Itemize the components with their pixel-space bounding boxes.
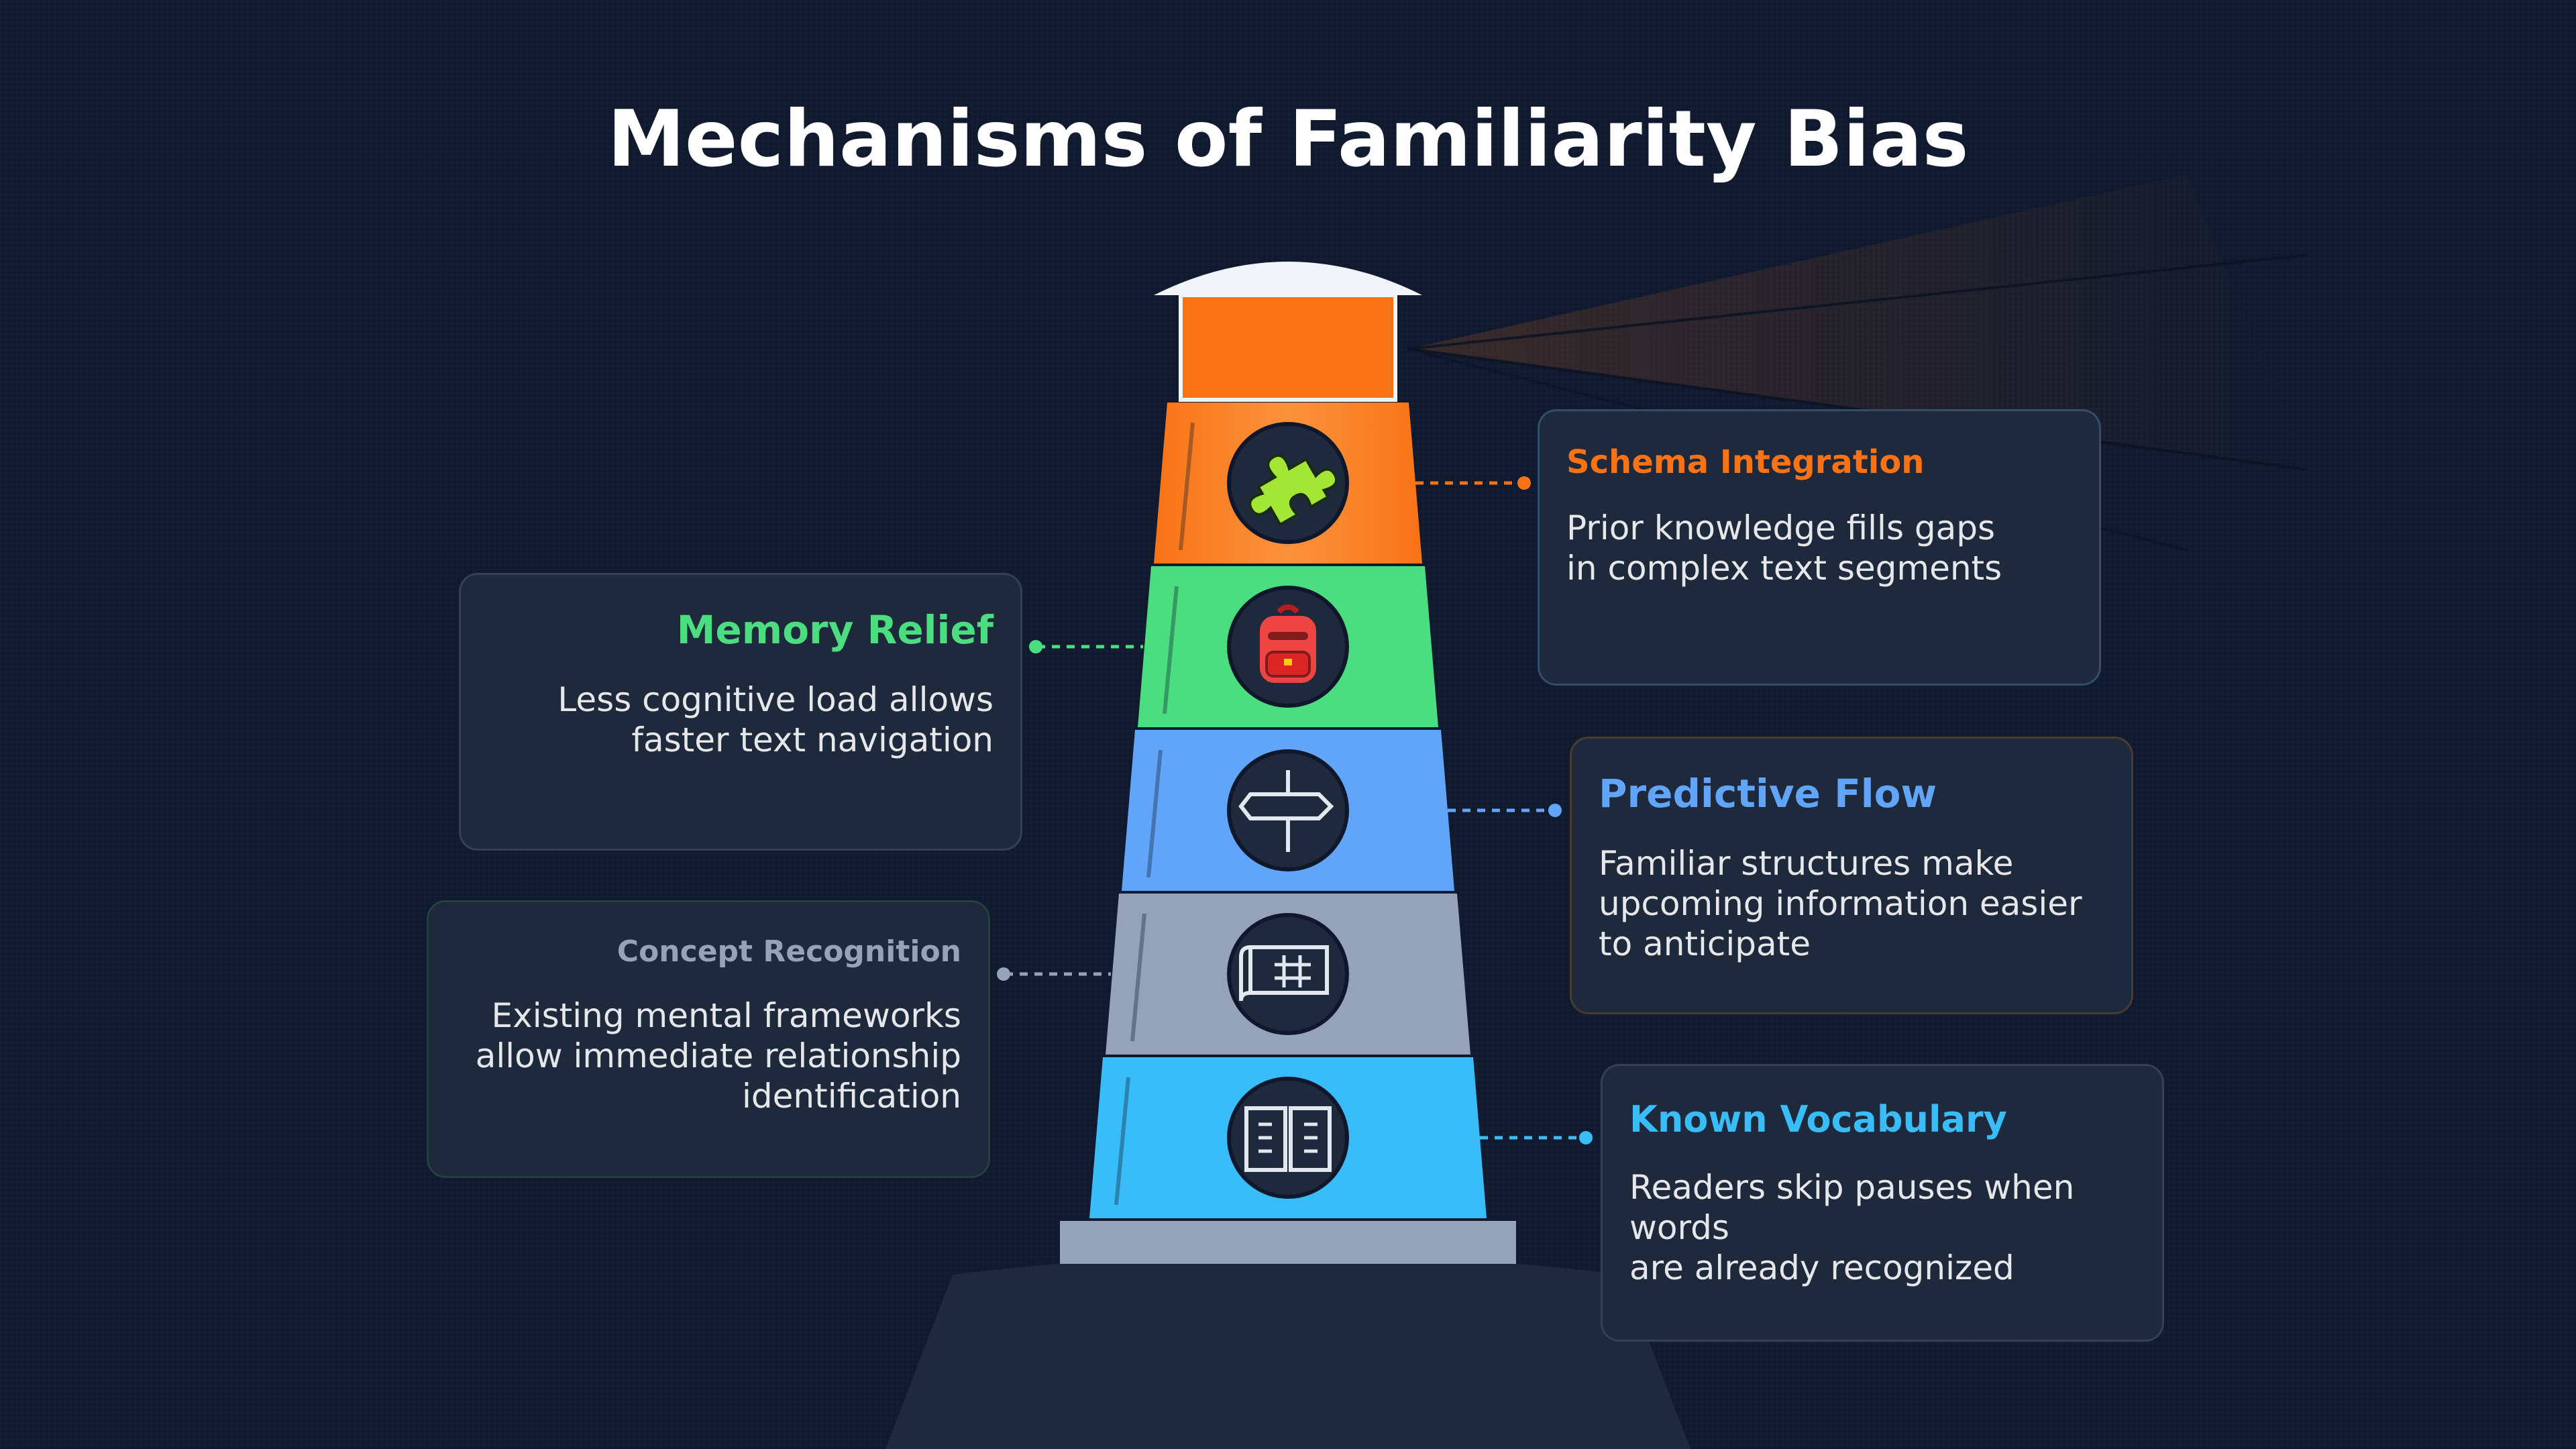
card-title: Schema Integration <box>1566 443 1925 481</box>
card-body: Readers skip pauses when words are alrea… <box>1629 1167 2135 1288</box>
card-memory-relief: Memory Relief Less cognitive load allows… <box>459 573 1022 851</box>
connector-dot-vocabulary <box>1579 1131 1593 1144</box>
card-body-line: to anticipate <box>1599 924 1811 963</box>
card-predictive-flow: Predictive Flow Familiar structures make… <box>1570 737 2133 1014</box>
open-book-icon <box>1227 1077 1349 1199</box>
page-title: Mechanisms of Familiarity Bias <box>607 94 1969 184</box>
blueprint-icon <box>1227 913 1349 1035</box>
card-body: Familiar structures make upcoming inform… <box>1599 843 2104 964</box>
card-title: Known Vocabulary <box>1629 1098 2007 1140</box>
puzzle-piece-icon <box>1227 422 1349 544</box>
card-title: Memory Relief <box>676 607 994 653</box>
segment-highlight <box>1146 749 1163 878</box>
beam-ray <box>1408 254 2308 350</box>
card-body: Less cognitive load allows faster text n… <box>488 680 994 760</box>
lighthouse-base <box>1060 1221 1516 1264</box>
card-schema-integration: Schema Integration Prior knowledge fills… <box>1538 409 2101 686</box>
connector-dot-concept <box>997 967 1010 981</box>
card-body-line: Existing mental frameworks <box>491 996 961 1035</box>
card-known-vocabulary: Known Vocabulary Readers skip pauses whe… <box>1601 1064 2164 1342</box>
card-body-line: Prior knowledge fills gaps <box>1566 508 1996 547</box>
card-concept-recognition: Concept Recognition Existing mental fram… <box>427 900 990 1178</box>
light-beam <box>1409 174 2308 470</box>
card-body: Prior knowledge fills gaps in complex te… <box>1566 508 2072 588</box>
segment-highlight <box>1130 913 1146 1042</box>
segment-highlight <box>1179 422 1195 551</box>
card-title: Predictive Flow <box>1599 771 1937 816</box>
signpost-icon <box>1227 749 1349 871</box>
card-body: Existing mental frameworks allow immedia… <box>455 996 961 1116</box>
card-body-line: allow immediate relationship <box>475 1036 961 1075</box>
backpack-icon <box>1227 586 1349 708</box>
lamp-room <box>1179 293 1397 402</box>
card-body-line: identification <box>742 1077 961 1116</box>
card-body-line: faster text navigation <box>631 720 994 759</box>
card-body-line: Readers skip pauses when words <box>1629 1168 2075 1247</box>
card-body-line: Familiar structures make <box>1599 844 2014 883</box>
rock-base <box>885 1254 1690 1449</box>
card-body-line: upcoming information easier <box>1599 884 2082 923</box>
card-title: Concept Recognition <box>616 934 961 969</box>
connector-dot-schema <box>1517 476 1531 490</box>
connector-dot-predictive <box>1548 804 1562 817</box>
card-body-line: Less cognitive load allows <box>557 680 994 719</box>
connector-dot-memory <box>1029 640 1042 653</box>
segment-highlight <box>1163 586 1179 714</box>
card-body-line: in complex text segments <box>1566 549 2002 588</box>
segment-highlight <box>1114 1077 1130 1205</box>
lighthouse-dome <box>1154 262 1422 295</box>
card-body-line: are already recognized <box>1629 1248 2015 1287</box>
